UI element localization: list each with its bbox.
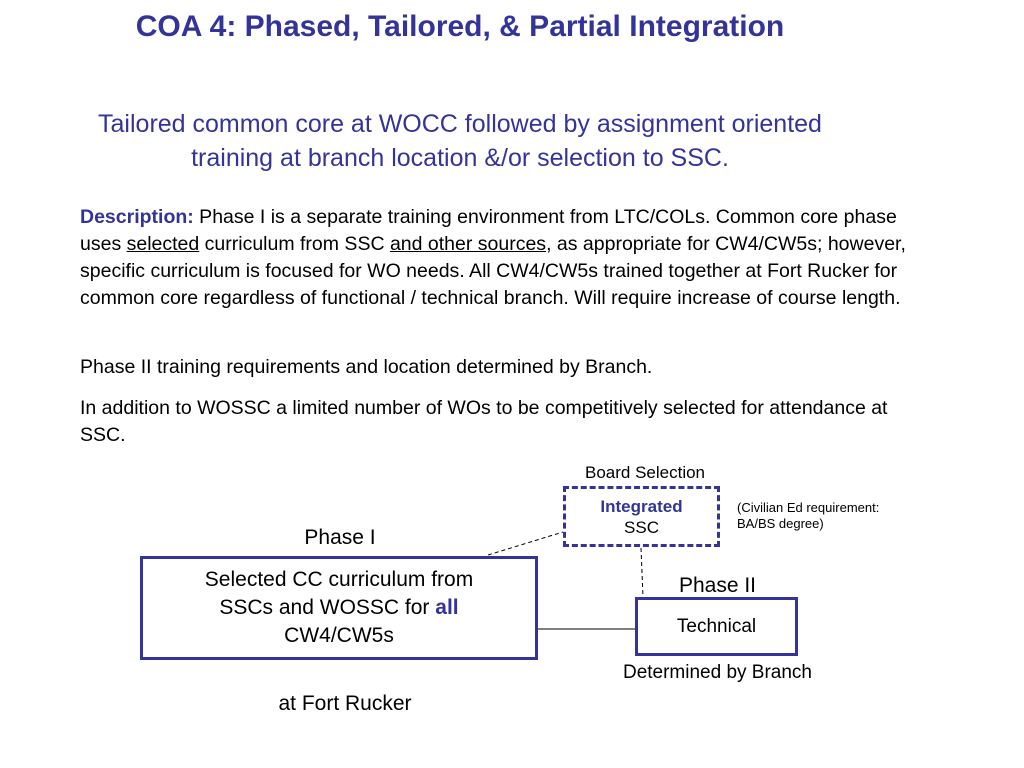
description-label: Description:: [80, 206, 194, 228]
slide-subtitle: Tailored common core at WOCC followed by…: [98, 110, 822, 172]
phase1-box-line-3: CW4/CW5s: [284, 624, 394, 647]
description-underline-selected: selected: [126, 233, 200, 255]
phase2-determined-note: Determined by Branch: [622, 662, 813, 683]
civilian-note-line-1: (Civilian Ed requirement:: [737, 500, 880, 515]
description-underline-other-sources: and other sources: [389, 233, 547, 255]
phase1-box-line-2-prefix: SSCs and WOSSC for: [219, 596, 436, 619]
phase1-to-ssc-connector: [487, 531, 564, 556]
integrated-ssc-box: Integrated SSC: [563, 486, 720, 547]
description-text-2: curriculum from SSC: [199, 233, 390, 255]
phase2-paragraph: Phase II training requirements and locat…: [80, 356, 653, 378]
civilian-ed-note: (Civilian Ed requirement: BA/BS degree): [737, 500, 917, 532]
phase1-box: Selected CC curriculum from SSCs and WOS…: [140, 556, 538, 660]
phase1-label: Phase I: [304, 526, 376, 549]
phase1-box-line-1: Selected CC curriculum from: [204, 568, 474, 591]
ssc-box-line-2: SSC: [624, 517, 659, 537]
description-text-3: , as appropriate for CW4/CW5s; however, …: [80, 233, 906, 309]
board-selection-label: Board Selection: [584, 463, 706, 482]
ssc-box-line-1: Integrated: [600, 496, 683, 516]
civilian-note-line-2: BA/BS degree): [737, 516, 824, 531]
slide-title: COA 4: Phased, Tailored, & Partial Integ…: [135, 10, 785, 43]
phase1-location: at Fort Rucker: [278, 692, 412, 715]
phase1-box-line-2: SSCs and WOSSC for all: [219, 594, 458, 622]
phase2-technical-box: Technical: [635, 597, 798, 656]
ssc-paragraph: In addition to WOSSC a limited number of…: [80, 397, 888, 446]
description-text-1: Phase I is a separate training environme…: [80, 206, 897, 255]
description-paragraph: Description: Phase I is a separate train…: [80, 204, 930, 312]
ssc-to-phase2-connector: [640, 547, 644, 598]
phase1-box-emphasis-all: all: [435, 596, 459, 619]
phase2-label: Phase II: [678, 574, 757, 597]
